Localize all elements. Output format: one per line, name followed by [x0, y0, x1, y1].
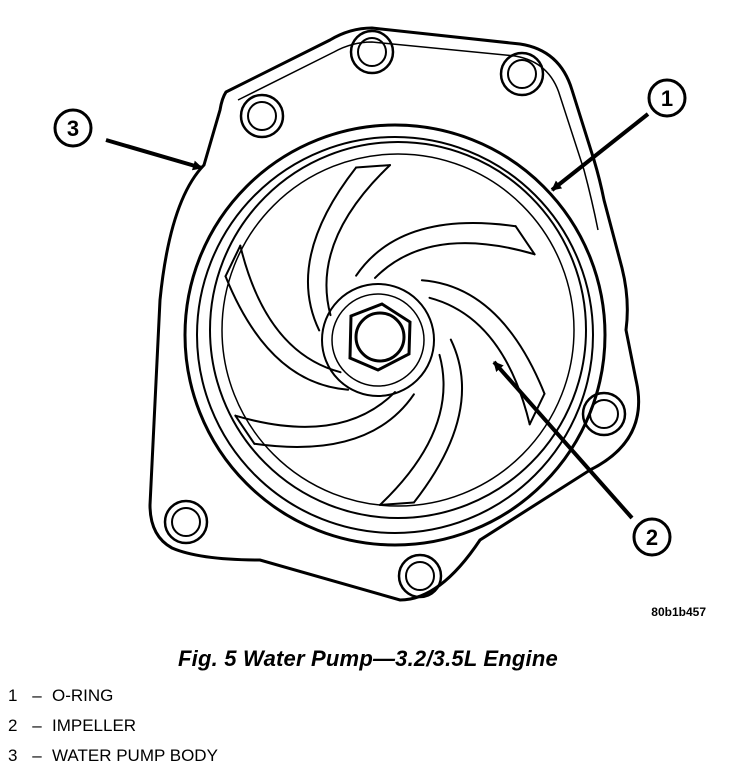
legend-item: 3–WATER PUMP BODY: [8, 746, 218, 776]
impeller-vane-edge: [374, 242, 536, 279]
hub-shaft: [354, 311, 406, 363]
impeller-housing: [209, 141, 587, 519]
o-ring: [183, 123, 607, 547]
legend-label: O-RING: [52, 686, 114, 705]
impeller-vane-edge: [428, 296, 531, 426]
impeller-vane-edge: [307, 166, 358, 332]
callout-1-number: 1: [661, 86, 673, 111]
impeller-vane-tip: [379, 501, 415, 506]
impeller-vane-edge: [355, 222, 517, 277]
figure-caption: Fig. 5 Water Pump—3.2/3.5L Engine: [178, 646, 558, 671]
impeller-vane-edge: [420, 279, 546, 395]
bolt-holes: [163, 29, 627, 599]
impeller-vane-edge: [379, 353, 445, 506]
legend-number: 1: [8, 686, 18, 705]
water-pump-diagram: 3 1 2 80b1b457: [53, 26, 706, 619]
callout-3-number: 3: [67, 116, 79, 141]
bolt-hole: [239, 93, 285, 139]
legend-number: 3: [8, 746, 18, 765]
image-code: 80b1b457: [651, 605, 706, 619]
callout-1-circle: [647, 78, 687, 118]
impeller-vane-tip: [224, 244, 242, 278]
callout-1: 1: [550, 78, 687, 192]
callout-2-circle: [632, 517, 672, 557]
bolt-hole: [499, 51, 545, 97]
bolt-hole: [397, 553, 443, 599]
impeller-vane-tip: [234, 414, 256, 445]
impeller-vane-tip: [355, 164, 391, 169]
impeller: [224, 164, 546, 506]
legend-number: 2: [8, 716, 18, 735]
callout-1-arrow: [550, 112, 650, 192]
callout-2-arrow: [492, 360, 634, 520]
callout-3-circle: [53, 108, 93, 148]
hub-nut: [348, 302, 412, 372]
impeller-vanes: [224, 164, 546, 506]
impeller-vane-tip: [514, 225, 536, 256]
impeller-vane-edge: [239, 244, 342, 374]
callout-3-arrow: [105, 138, 203, 171]
impeller-vane-edge: [234, 391, 396, 428]
callout-3: 3: [53, 108, 203, 171]
legend-list: 1–O-RING 2–IMPELLER 3–WATER PUMP BODY: [8, 686, 218, 776]
bolt-hole: [163, 499, 209, 545]
legend-dash: –: [32, 716, 42, 735]
legend-dash: –: [32, 686, 42, 705]
callout-2-number: 2: [646, 525, 658, 550]
impeller-vane-edge: [253, 393, 415, 448]
impeller-vane-edge: [325, 164, 391, 317]
bolt-hole: [349, 29, 395, 75]
impeller-vane-edge: [412, 338, 463, 504]
legend-item: 2–IMPELLER: [8, 716, 218, 746]
pump-body-inner-edge: [237, 41, 599, 231]
callout-2: 2: [492, 360, 672, 557]
impeller-hub: [321, 283, 435, 397]
legend-dash: –: [32, 746, 42, 765]
impeller-vane-edge: [224, 275, 350, 391]
legend-item: 1–O-RING: [8, 686, 218, 716]
pump-body-outline: [148, 26, 641, 602]
legend-label: WATER PUMP BODY: [52, 746, 218, 765]
legend-label: IMPELLER: [52, 716, 137, 735]
